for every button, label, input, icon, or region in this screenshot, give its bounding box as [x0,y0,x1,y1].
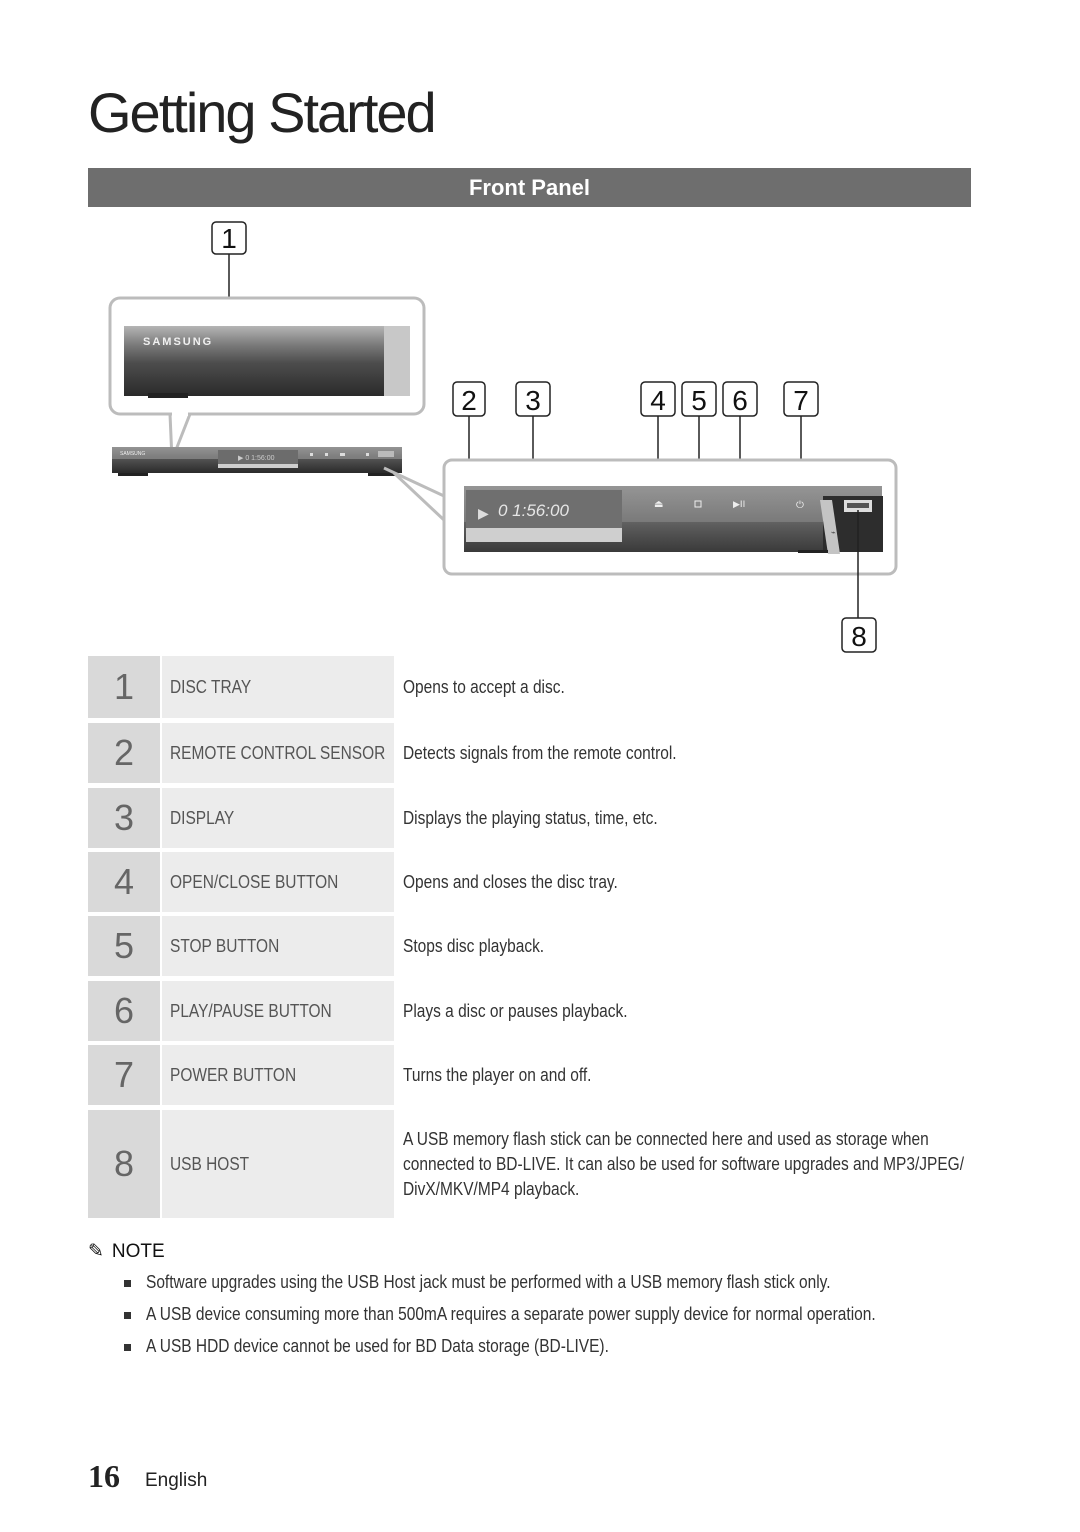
callout-2-label: 2 [461,385,477,416]
row-number: 5 [88,916,160,976]
svg-text:▶: ▶ [478,505,489,521]
row-number: 8 [88,1110,160,1218]
stop-icon [694,500,702,508]
table-row: 7 POWER BUTTON Turns the player on and o… [88,1045,971,1105]
front-panel-illustration: 1 SAMSUNG SAMSUNG ▶ 0 1:56:00 2 [108,221,898,653]
description-line: A USB memory flash stick can be connecte… [403,1129,929,1149]
callout-3-label: 3 [525,385,541,416]
svg-text:SAMSUNG: SAMSUNG [120,451,145,457]
callout-5-label: 5 [691,385,707,416]
usb-icon: ⌁ [831,528,836,537]
play-pause-icon: ▶II [733,500,745,510]
table-row: 4 OPEN/CLOSE BUTTON Opens and closes the… [88,852,971,912]
row-number: 6 [88,981,160,1041]
power-icon: ⏻ [796,500,804,511]
part-description: Turns the player on and off. [403,1065,592,1085]
row-number: 1 [88,656,160,718]
part-name: DISC TRAY [162,656,394,718]
note-heading: ✎NOTE [88,1240,165,1262]
description-line: connected to BD-LIVE. It can also be use… [403,1154,965,1174]
table-row: 5 STOP BUTTON Stops disc playback. [88,916,971,976]
part-name: POWER BUTTON [162,1045,394,1105]
bullet-icon [124,1312,131,1319]
callout-6: 6 [722,381,758,496]
callout-4: 4 [640,381,676,496]
pencil-icon: ✎ [88,1240,104,1262]
part-name: OPEN/CLOSE BUTTON [162,852,394,912]
part-name: REMOTE CONTROL SENSOR [162,723,394,783]
note-list: Software upgrades using the USB Host jac… [124,1272,1024,1368]
page-title: Getting Started [88,81,437,144]
table-row: 8 USB HOST A USB memory flash stick can … [88,1110,971,1218]
callout-4-label: 4 [650,385,666,416]
table-row: 6 PLAY/PAUSE BUTTON Plays a disc or paus… [88,981,971,1041]
callout-8: 8 [841,510,877,653]
part-name: PLAY/PAUSE BUTTON [162,981,394,1041]
table-row: 1 DISC TRAY Opens to accept a disc. [88,656,971,718]
part-name: DISPLAY [162,788,394,848]
page-number: 16 [88,1458,120,1494]
callout-7: 7 [783,381,819,496]
row-number: 7 [88,1045,160,1105]
part-description: Opens and closes the disc tray. [403,872,618,892]
part-name: STOP BUTTON [162,916,394,976]
description-line: DivX/MKV/MP4 playback. [403,1179,580,1199]
zoom-box-left: SAMSUNG [108,296,426,461]
parts-table: 1 DISC TRAY Opens to accept a disc. 2 RE… [88,656,971,1219]
callout-3: 3 [515,381,551,498]
zoom-box-right: ▶ 0 1:56:00 ⏏ ▶II ⏻ ⌁ [442,458,898,576]
callout-6-label: 6 [732,385,748,416]
bullet-icon [124,1344,131,1351]
callout-8-label: 8 [851,621,867,652]
list-item: Software upgrades using the USB Host jac… [124,1272,1024,1304]
brand-logo: SAMSUNG [143,336,213,348]
display-readout: 0 1:56:00 [498,501,569,520]
player-full-view: SAMSUNG ▶ 0 1:56:00 [112,447,446,522]
row-number: 2 [88,723,160,783]
part-description: A USB memory flash stick can be connecte… [403,1110,971,1218]
callout-7-label: 7 [793,385,809,416]
row-number: 3 [88,788,160,848]
part-description: Plays a disc or pauses playback. [403,1001,628,1021]
callout-5: 5 [681,381,717,496]
callout-1-label: 1 [221,223,237,254]
table-row: 2 REMOTE CONTROL SENSOR Detects signals … [88,723,971,783]
part-description: Displays the playing status, time, etc. [403,808,658,828]
part-description: Stops disc playback. [403,936,545,956]
page-language: English [145,1470,208,1491]
bullet-icon [124,1280,131,1287]
svg-text:▶ 0 1:56:00: ▶ 0 1:56:00 [238,455,275,462]
part-name: USB HOST [162,1110,394,1218]
part-description: Opens to accept a disc. [403,677,565,697]
list-item: A USB HDD device cannot be used for BD D… [124,1336,1024,1368]
row-number: 4 [88,852,160,912]
list-item: A USB device consuming more than 500mA r… [124,1304,1024,1336]
part-description: Detects signals from the remote control. [403,743,677,763]
section-header: Front Panel [88,168,971,207]
table-row: 3 DISPLAY Displays the playing status, t… [88,788,971,848]
eject-icon: ⏏ [654,499,663,510]
